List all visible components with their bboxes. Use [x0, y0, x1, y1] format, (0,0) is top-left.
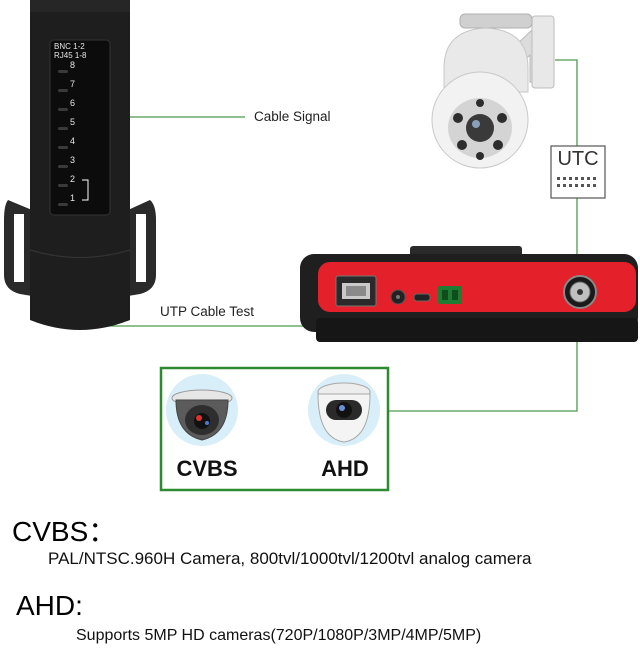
ahd-label: AHD — [321, 456, 369, 481]
led-number: 5 — [70, 117, 76, 127]
led-indicator — [58, 70, 68, 73]
remote-led-column — [58, 70, 68, 206]
cvbs-camera-icon — [166, 374, 238, 446]
led-number: 7 — [70, 79, 76, 89]
led-indicator — [58, 203, 68, 206]
led-number: 8 — [70, 60, 76, 70]
remote-header-rj45: RJ45 1-8 — [54, 51, 87, 60]
cable-signal-label: Cable Signal — [254, 109, 331, 124]
led-number: 4 — [70, 136, 76, 146]
remote-unit-header: BNC 1-2 RJ45 1-8 — [54, 42, 86, 60]
bnc-bracket — [82, 179, 89, 201]
ahd-title: AHD: — [16, 590, 83, 621]
camera-to-utc-line — [555, 59, 578, 146]
ahd-camera-icon — [308, 374, 380, 446]
led-indicator — [58, 89, 68, 92]
utp-cable-test-label: UTP Cable Test — [160, 304, 255, 319]
cvbs-description: PAL/NTSC.960H Camera, 800tvl/1000tvl/120… — [48, 549, 532, 568]
remote-unit — [4, 0, 156, 330]
cvbs-label: CVBS — [176, 456, 238, 481]
remote-header-bnc: BNC 1-2 — [54, 42, 85, 51]
led-number: 3 — [70, 155, 76, 165]
utc-box — [550, 145, 606, 199]
led-number: 1 — [70, 193, 76, 203]
led-indicator — [58, 146, 68, 149]
led-indicator — [58, 127, 68, 130]
led-indicator — [58, 165, 68, 168]
utc-label: UTC — [557, 148, 599, 170]
led-number: 6 — [70, 98, 76, 108]
tester-device — [300, 246, 638, 342]
cvbs-title: CVBS： — [12, 516, 117, 547]
utc-dots — [557, 177, 596, 187]
led-indicator — [58, 184, 68, 187]
ptz-camera — [431, 13, 555, 169]
tester-to-box-line — [388, 332, 578, 412]
led-indicator — [58, 108, 68, 111]
led-number: 2 — [70, 174, 76, 184]
ahd-description: Supports 5MP HD cameras(720P/1080P/3MP/4… — [76, 627, 482, 644]
